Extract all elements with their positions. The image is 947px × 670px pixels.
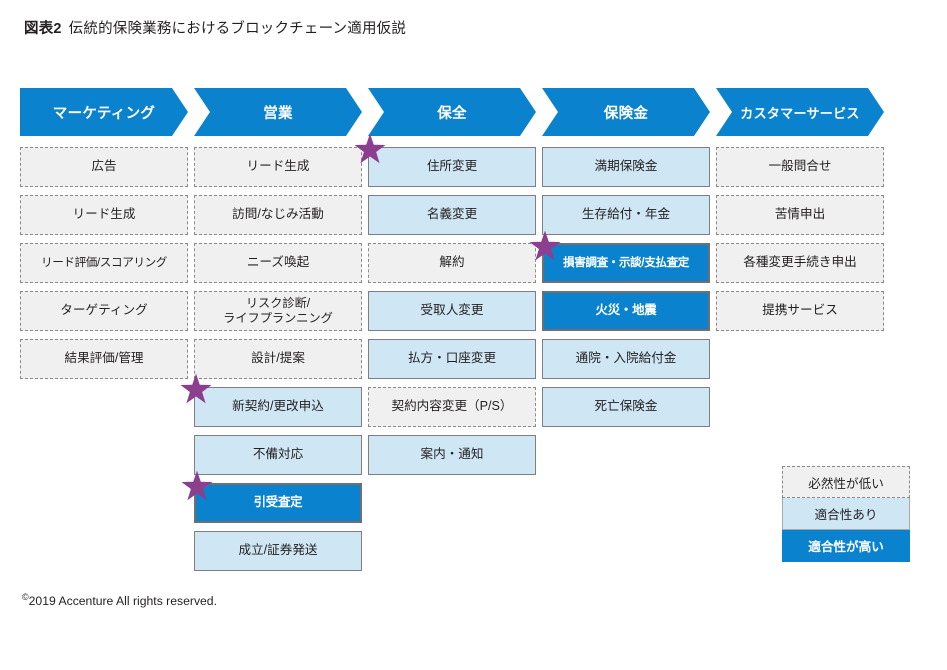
process-cell[interactable]: ターゲティング bbox=[20, 291, 188, 331]
copyright-icon: © bbox=[22, 592, 29, 602]
process-cell-label: 住所変更 bbox=[426, 159, 478, 174]
process-cell-label: 満期保険金 bbox=[594, 159, 658, 174]
process-cell[interactable]: 通院・入院給付金 bbox=[542, 339, 710, 379]
copyright-footer: ©2019 Accenture All rights reserved. bbox=[22, 592, 217, 608]
process-cell-label: 通院・入院給付金 bbox=[575, 351, 677, 366]
process-cell-label: 設計/提案 bbox=[251, 351, 305, 366]
process-cell-label: 火災・地震 bbox=[595, 303, 657, 318]
process-cell[interactable]: 訪問/なじみ活動 bbox=[194, 195, 362, 235]
copyright-text: 2019 Accenture All rights reserved. bbox=[28, 594, 217, 608]
process-cell[interactable]: 各種変更手続き申出 bbox=[716, 243, 884, 283]
process-cell[interactable]: 不備対応 bbox=[194, 435, 362, 475]
process-cell-label: 訪問/なじみ活動 bbox=[232, 207, 324, 222]
process-cell-label: 各種変更手続き申出 bbox=[743, 255, 857, 270]
legend-item-label: 適合性あり bbox=[814, 508, 878, 522]
process-cell[interactable]: リード評価/スコアリング bbox=[20, 243, 188, 283]
legend-item: 適合性あり bbox=[782, 498, 910, 530]
column-cells: リード生成訪問/なじみ活動ニーズ喚起リスク診断/ ライフプランニング設計/提案新… bbox=[180, 147, 362, 571]
process-cell[interactable]: 成立/証券発送 bbox=[194, 531, 362, 571]
process-cell-label: 一般問合せ bbox=[768, 159, 832, 174]
process-cell[interactable]: 損害調査・示談/支払査定 bbox=[529, 230, 710, 283]
process-column: カスタマーサービス一般問合せ苦情申出各種変更手続き申出提携サービス bbox=[716, 88, 884, 339]
process-column: 保険金満期保険金生存給付・年金損害調査・示談/支払査定火災・地震通院・入院給付金… bbox=[529, 88, 710, 435]
star-icon bbox=[181, 470, 213, 501]
process-cell-label: 結果評価/管理 bbox=[64, 351, 144, 366]
process-cell[interactable]: 払方・口座変更 bbox=[368, 339, 536, 379]
process-cell[interactable]: 解約 bbox=[368, 243, 536, 283]
process-cell[interactable]: 広告 bbox=[20, 147, 188, 187]
process-cell-label: リスク診断/ ライフプランニング bbox=[223, 295, 333, 325]
process-cell-label: リード評価/スコアリング bbox=[41, 255, 167, 269]
process-cell[interactable]: 引受査定 bbox=[181, 470, 362, 523]
process-cell-label: リード生成 bbox=[246, 159, 310, 174]
figure-number: 図表2 bbox=[24, 21, 62, 37]
process-cell[interactable]: リスク診断/ ライフプランニング bbox=[194, 291, 362, 331]
process-cell-label: 名義変更 bbox=[426, 207, 478, 222]
column-header[interactable]: 営業 bbox=[194, 88, 362, 136]
column-header[interactable]: 保全 bbox=[368, 88, 536, 136]
process-cell-label: リード生成 bbox=[72, 207, 136, 222]
process-cell[interactable]: 苦情申出 bbox=[716, 195, 884, 235]
process-cell-label: 生存給付・年金 bbox=[581, 207, 671, 222]
process-chart: マーケティング広告リード生成リード評価/スコアリングターゲティング結果評価/管理… bbox=[20, 88, 920, 578]
process-cell[interactable]: 満期保険金 bbox=[542, 147, 710, 187]
process-cell-label: 新契約/更改申込 bbox=[232, 399, 324, 414]
legend-item-label: 適合性が高い bbox=[808, 540, 884, 554]
column-header[interactable]: カスタマーサービス bbox=[716, 88, 884, 136]
process-cell[interactable]: リード生成 bbox=[194, 147, 362, 187]
legend-item: 適合性が高い bbox=[782, 530, 910, 562]
process-cell[interactable]: 死亡保険金 bbox=[542, 387, 710, 427]
process-cell-label: 死亡保険金 bbox=[594, 399, 658, 414]
column-cells: 満期保険金生存給付・年金損害調査・示談/支払査定火災・地震通院・入院給付金死亡保… bbox=[529, 147, 710, 427]
process-column: マーケティング広告リード生成リード評価/スコアリングターゲティング結果評価/管理 bbox=[20, 88, 188, 387]
process-cell[interactable]: リード生成 bbox=[20, 195, 188, 235]
process-cell-label: 案内・通知 bbox=[420, 447, 484, 462]
process-cell[interactable]: 結果評価/管理 bbox=[20, 339, 188, 379]
process-cell-label: ニーズ喚起 bbox=[246, 255, 310, 270]
legend-item: 必然性が低い bbox=[782, 466, 910, 498]
column-header[interactable]: マーケティング bbox=[20, 88, 188, 136]
process-cell-label: ターゲティング bbox=[60, 303, 148, 318]
process-cell[interactable]: 生存給付・年金 bbox=[542, 195, 710, 235]
process-cell[interactable]: 受取人変更 bbox=[368, 291, 536, 331]
legend: 必然性が低い適合性あり適合性が高い bbox=[782, 466, 910, 562]
process-cell[interactable]: 名義変更 bbox=[368, 195, 536, 235]
process-cell-label: 苦情申出 bbox=[774, 207, 826, 222]
process-cell-label: 解約 bbox=[439, 255, 465, 270]
process-cell-label: 払方・口座変更 bbox=[407, 351, 497, 366]
page-title: 図表2 伝統的保険業務におけるブロックチェーン適用仮説 bbox=[24, 17, 406, 38]
process-cell[interactable]: 新契約/更改申込 bbox=[180, 373, 362, 427]
process-cell-label: 不備対応 bbox=[252, 447, 304, 462]
process-cell[interactable]: ニーズ喚起 bbox=[194, 243, 362, 283]
process-cell-label: 引受査定 bbox=[253, 495, 303, 510]
process-cell-label: 広告 bbox=[91, 159, 117, 174]
process-cell-label: 提携サービス bbox=[762, 303, 838, 318]
process-cell-label: 成立/証券発送 bbox=[238, 543, 318, 558]
process-cell[interactable]: 提携サービス bbox=[716, 291, 884, 331]
process-cell[interactable]: 設計/提案 bbox=[194, 339, 362, 379]
process-cell[interactable]: 契約内容変更（P/S） bbox=[368, 387, 536, 427]
process-cell[interactable]: 一般問合せ bbox=[716, 147, 884, 187]
legend-item-label: 必然性が低い bbox=[808, 476, 884, 491]
process-column: 営業リード生成訪問/なじみ活動ニーズ喚起リスク診断/ ライフプランニング設計/提… bbox=[180, 88, 362, 579]
column-cells: 住所変更名義変更解約受取人変更払方・口座変更契約内容変更（P/S） 案内・通知 bbox=[354, 133, 536, 475]
process-cell[interactable]: 火災・地震 bbox=[542, 291, 710, 331]
column-cells: 広告リード生成リード評価/スコアリングターゲティング結果評価/管理 bbox=[20, 147, 188, 379]
process-column: 保全住所変更名義変更解約受取人変更払方・口座変更契約内容変更（P/S） 案内・通知 bbox=[354, 88, 536, 483]
process-cell[interactable]: 住所変更 bbox=[354, 133, 536, 187]
process-cell-label: 損害調査・示談/支払査定 bbox=[563, 255, 689, 269]
column-cells: 一般問合せ苦情申出各種変更手続き申出提携サービス bbox=[716, 147, 884, 331]
column-header[interactable]: 保険金 bbox=[542, 88, 710, 136]
process-cell-label: 契約内容変更（P/S） bbox=[391, 399, 513, 414]
process-cell-label: 受取人変更 bbox=[420, 303, 484, 318]
process-cell[interactable]: 案内・通知 bbox=[368, 435, 536, 475]
figure-title-text: 伝統的保険業務におけるブロックチェーン適用仮説 bbox=[68, 21, 407, 37]
